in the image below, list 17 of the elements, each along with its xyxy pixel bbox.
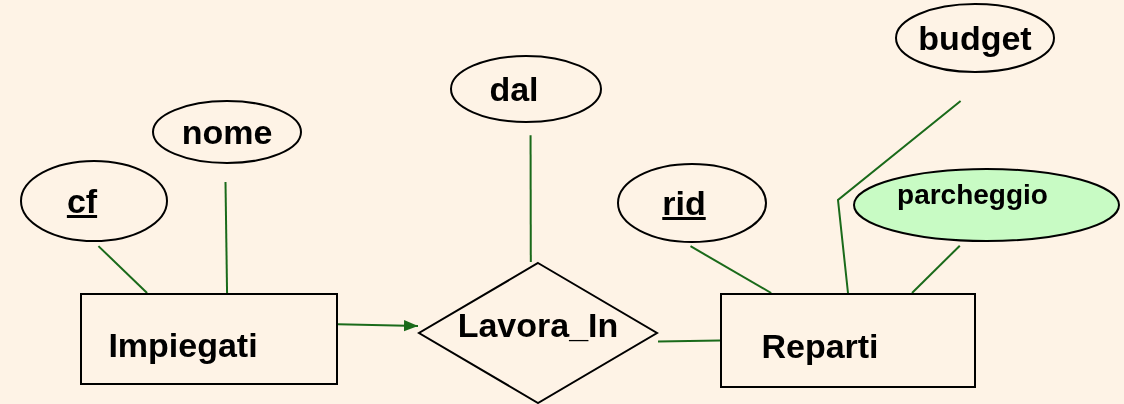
attribute-name: dal	[489, 69, 539, 109]
attribute-name: rid	[662, 183, 706, 223]
connector-line	[836, 100, 962, 294]
entity-name: Impiegati	[108, 325, 258, 365]
attribute-name: budget	[918, 18, 1032, 58]
attribute-name: nome	[181, 112, 273, 152]
connector-line	[97, 245, 149, 294]
attribute-name: cf	[66, 181, 98, 221]
entity-name: Reparti	[761, 327, 879, 366]
arrow	[337, 320, 419, 332]
attribute-name: parcheggio	[897, 179, 1048, 211]
relationship-name: Lavora_In	[457, 305, 619, 345]
connector-line	[689, 245, 773, 294]
connector-line	[657, 339, 721, 343]
connector-line	[529, 134, 532, 263]
connector-line	[224, 180, 229, 294]
connector-line	[911, 244, 961, 294]
